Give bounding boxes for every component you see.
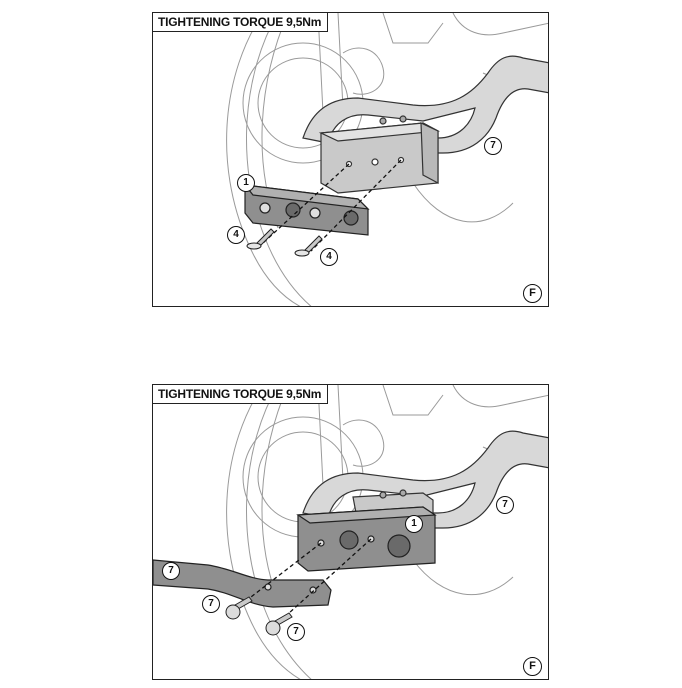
torque-title: TIGHTENING TORQUE 9,5Nm	[153, 385, 329, 404]
assembly-illustration-top	[226, 13, 548, 306]
torque-title: TIGHTENING TORQUE 9,5Nm	[153, 13, 329, 32]
callout-part-1: 1	[237, 174, 255, 192]
callout-part-7: 7	[162, 562, 180, 580]
callout-part-1: 1	[405, 515, 423, 533]
callout-part-7: 7	[202, 595, 220, 613]
instruction-panel-top: TIGHTENING TORQUE 9,5Nm 1 4 4 7 F	[152, 12, 549, 307]
callout-part-7: 7	[484, 137, 502, 155]
callout-part-4: 4	[227, 226, 245, 244]
callout-part-7: 7	[496, 496, 514, 514]
assembly-illustration-bottom	[153, 385, 548, 679]
callout-part-4: 4	[320, 248, 338, 266]
callout-part-7: 7	[287, 623, 305, 641]
instruction-panel-bottom: TIGHTENING TORQUE 9,5Nm 1 7 7 7 7 F	[152, 384, 549, 680]
step-letter-badge: F	[523, 657, 542, 676]
step-letter-badge: F	[523, 284, 542, 303]
